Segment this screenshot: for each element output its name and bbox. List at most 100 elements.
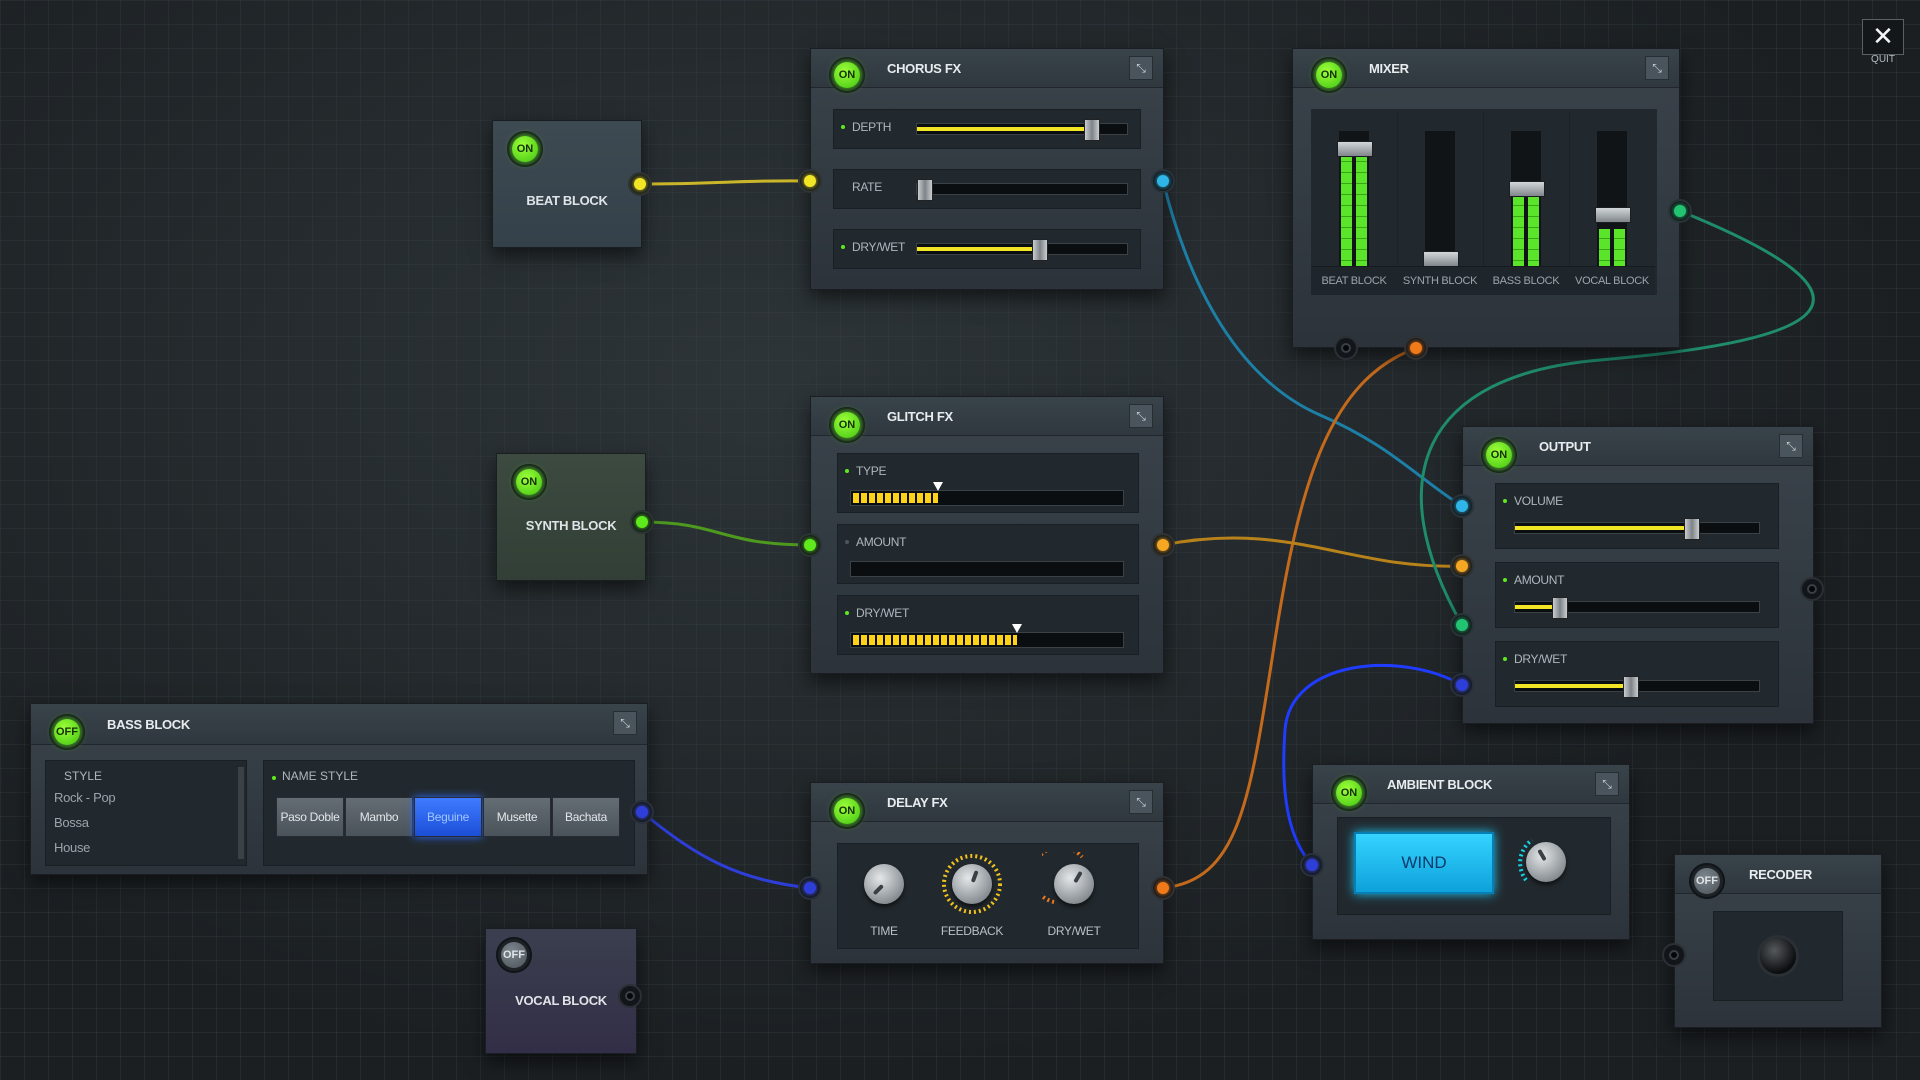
output-input-port-2[interactable] bbox=[1452, 556, 1472, 576]
cable-synth-to-glitch[interactable] bbox=[640, 520, 812, 547]
name-style-paso-doble[interactable]: Paso Doble bbox=[276, 797, 344, 837]
depth-slider-thumb[interactable] bbox=[1084, 119, 1101, 141]
recorder-input-port[interactable] bbox=[1664, 945, 1684, 965]
glitch-drywet-marker[interactable] bbox=[1011, 624, 1022, 633]
volume-slider-thumb[interactable] bbox=[1683, 518, 1700, 540]
vocal-power-toggle[interactable]: OFF bbox=[496, 937, 532, 973]
ambient-block[interactable]: AMBIENT BLOCK ⤡ ON WIND bbox=[1312, 764, 1630, 940]
beat-block-title: BEAT BLOCK bbox=[526, 193, 608, 208]
channel-fader[interactable] bbox=[1423, 250, 1459, 267]
record-button[interactable] bbox=[1760, 938, 1796, 974]
channel-fader[interactable] bbox=[1337, 141, 1373, 158]
beat-output-port[interactable] bbox=[630, 174, 650, 194]
glitch-drywet-stepped-slider[interactable] bbox=[850, 624, 1124, 648]
style-option[interactable]: Rock - Pop bbox=[54, 790, 116, 805]
cable-glitch-to-output[interactable] bbox=[1161, 536, 1464, 568]
vocal-block-title: VOCAL BLOCK bbox=[515, 993, 607, 1008]
style-option[interactable]: Bossa bbox=[54, 815, 89, 830]
output-input-port-3[interactable] bbox=[1452, 615, 1472, 635]
output-minimize-button[interactable]: ⤡ bbox=[1779, 434, 1803, 458]
channel-meter bbox=[1595, 131, 1631, 271]
synth-power-toggle[interactable]: ON bbox=[511, 464, 547, 500]
rate-slider-thumb[interactable] bbox=[917, 179, 933, 201]
ambient-knob[interactable] bbox=[1526, 842, 1566, 882]
ambient-input-port[interactable] bbox=[1302, 855, 1322, 875]
chorus-minimize-button[interactable]: ⤡ bbox=[1129, 56, 1153, 80]
name-style-musette[interactable]: Musette bbox=[483, 797, 551, 837]
chorus-fx-block[interactable]: CHORUS FX ⤡ ON DEPTH RATE DRY/WET bbox=[810, 48, 1164, 290]
output-input-port-4[interactable] bbox=[1452, 675, 1472, 695]
channel-label: VOCAL BLOCK bbox=[1569, 266, 1655, 295]
drywet-knob[interactable] bbox=[1054, 864, 1094, 904]
name-style-mambo[interactable]: Mambo bbox=[345, 797, 413, 837]
wind-button[interactable]: WIND bbox=[1354, 832, 1494, 894]
glitch-output-port[interactable] bbox=[1153, 535, 1173, 555]
glitch-fx-block[interactable]: GLITCH FX ⤡ ON TYPE AMOUNT DRY/WET bbox=[810, 396, 1164, 674]
collapse-icon: ⤡ bbox=[1136, 409, 1146, 423]
glitch-type-row: TYPE bbox=[837, 453, 1139, 513]
bass-output-port[interactable] bbox=[632, 802, 652, 822]
output-power-toggle[interactable]: ON bbox=[1481, 437, 1517, 473]
cable-bass-to-delay[interactable] bbox=[640, 810, 812, 890]
bass-power-toggle[interactable]: OFF bbox=[49, 714, 85, 750]
ambient-power-toggle[interactable]: ON bbox=[1331, 775, 1367, 811]
chorus-power-toggle[interactable]: ON bbox=[829, 57, 865, 93]
ambient-minimize-button[interactable]: ⤡ bbox=[1595, 772, 1619, 796]
chorus-output-port[interactable] bbox=[1153, 171, 1173, 191]
output-main-port[interactable] bbox=[1802, 579, 1822, 599]
vocal-output-port[interactable] bbox=[620, 986, 640, 1006]
type-stepped-slider[interactable] bbox=[850, 482, 1124, 506]
channel-meter bbox=[1337, 131, 1373, 271]
glitch-minimize-button[interactable]: ⤡ bbox=[1129, 404, 1153, 428]
channel-fader[interactable] bbox=[1595, 206, 1631, 223]
name-style-bachata[interactable]: Bachata bbox=[552, 797, 620, 837]
mixer-output-port[interactable] bbox=[1670, 201, 1690, 221]
delay-power-toggle[interactable]: ON bbox=[829, 793, 865, 829]
quit-button[interactable]: ✕ bbox=[1862, 19, 1904, 55]
synth-output-port[interactable] bbox=[632, 512, 652, 532]
output-input-port-1[interactable] bbox=[1452, 496, 1472, 516]
output-block[interactable]: OUTPUT ⤡ ON VOLUME AMOUNT DRY/WET bbox=[1462, 426, 1814, 724]
depth-slider[interactable] bbox=[916, 119, 1128, 141]
mixer-minimize-button[interactable]: ⤡ bbox=[1645, 56, 1669, 80]
recorder-block[interactable]: RECODER OFF bbox=[1674, 854, 1882, 1028]
beat-power-toggle[interactable]: ON bbox=[507, 131, 543, 167]
style-list[interactable]: Rock - Pop Bossa House bbox=[46, 785, 236, 860]
output-amount-slider[interactable] bbox=[1514, 597, 1760, 619]
amount-stepped-slider[interactable] bbox=[850, 561, 1124, 577]
output-drywet-slider-thumb[interactable] bbox=[1622, 676, 1639, 698]
delay-input-port[interactable] bbox=[800, 878, 820, 898]
drywet-slider[interactable] bbox=[916, 239, 1128, 261]
mixer-input-port-2[interactable] bbox=[1406, 338, 1426, 358]
channel-fader[interactable] bbox=[1509, 181, 1545, 198]
bass-block[interactable]: BASS BLOCK ⤡ OFF STYLE Rock - Pop Bossa … bbox=[30, 703, 648, 875]
feedback-knob[interactable] bbox=[952, 864, 992, 904]
type-slider-marker[interactable] bbox=[933, 482, 944, 491]
drywet-slider-thumb[interactable] bbox=[1031, 239, 1048, 261]
synth-block[interactable]: ON SYNTH BLOCK bbox=[496, 453, 646, 581]
output-amount-slider-thumb[interactable] bbox=[1551, 597, 1568, 619]
beat-block[interactable]: ON BEAT BLOCK bbox=[492, 120, 642, 248]
recorder-power-toggle[interactable]: OFF bbox=[1689, 863, 1725, 899]
cable-beat-to-chorus[interactable] bbox=[638, 179, 810, 186]
mixer-power-toggle[interactable]: ON bbox=[1311, 57, 1347, 93]
style-list-scrollbar[interactable] bbox=[238, 767, 244, 859]
bass-minimize-button[interactable]: ⤡ bbox=[613, 711, 637, 735]
delay-output-port[interactable] bbox=[1153, 878, 1173, 898]
delay-fx-block[interactable]: DELAY FX ⤡ ON TIME FEEDBACK DRY/WET bbox=[810, 782, 1164, 964]
glitch-input-port[interactable] bbox=[800, 535, 820, 555]
volume-slider[interactable] bbox=[1514, 518, 1760, 540]
glitch-header: GLITCH FX ⤡ bbox=[811, 397, 1163, 436]
chorus-input-port[interactable] bbox=[800, 171, 820, 191]
glitch-power-toggle[interactable]: ON bbox=[829, 407, 865, 443]
delay-minimize-button[interactable]: ⤡ bbox=[1129, 790, 1153, 814]
style-option[interactable]: House bbox=[54, 840, 91, 855]
mixer-input-port-1[interactable] bbox=[1336, 338, 1356, 358]
vocal-block[interactable]: OFF VOCAL BLOCK bbox=[485, 928, 637, 1054]
time-knob[interactable] bbox=[864, 864, 904, 904]
name-style-beguine[interactable]: Beguine bbox=[414, 797, 482, 837]
mixer-block[interactable]: MIXER ⤡ ON BEAT BLOCK SYNTH BLOCK BASS B… bbox=[1292, 48, 1680, 348]
delay-knob-panel: TIME FEEDBACK DRY/WET bbox=[837, 843, 1139, 949]
output-drywet-slider[interactable] bbox=[1514, 676, 1760, 698]
rate-slider[interactable] bbox=[916, 179, 1128, 201]
